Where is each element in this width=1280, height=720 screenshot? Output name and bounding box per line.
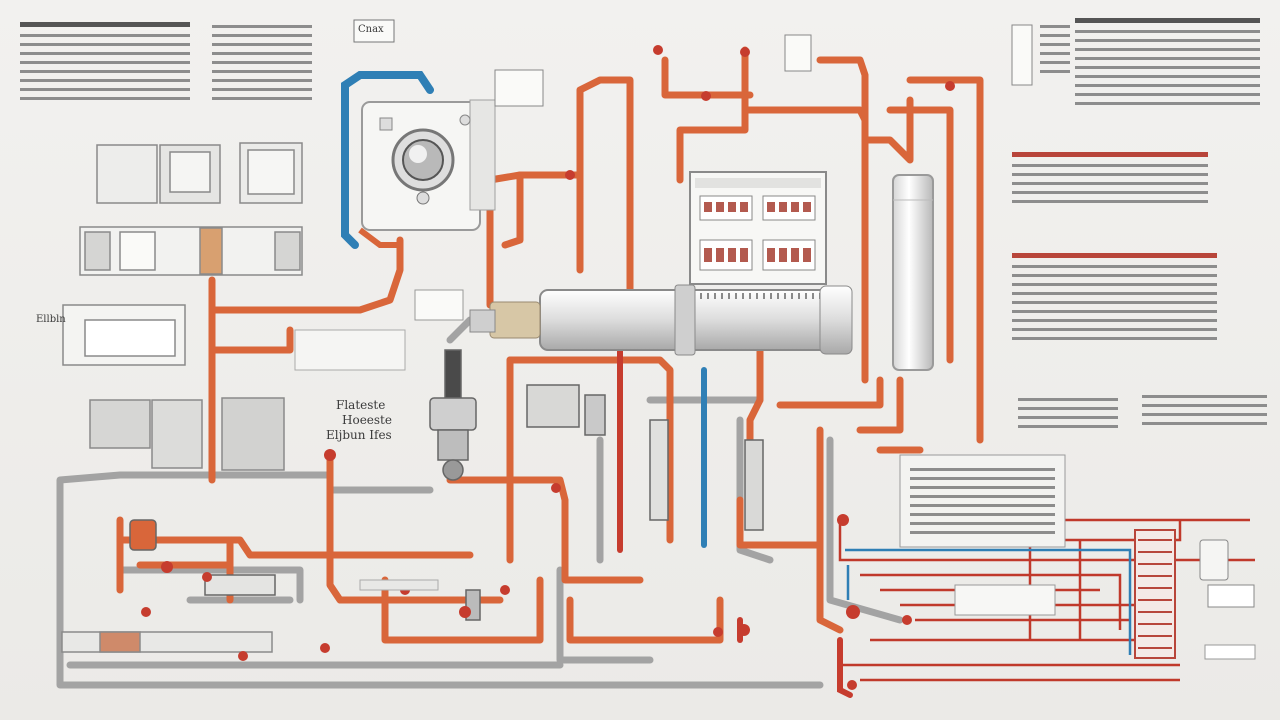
valve-cluster	[129, 349, 764, 621]
boiler-unit	[361, 99, 496, 231]
gray-pipe-network	[56, 316, 904, 689]
control-panel	[689, 171, 827, 285]
text-block-top-left	[20, 22, 190, 106]
text-block-lower-panel	[910, 468, 1055, 540]
blue-loop-pipe	[341, 71, 434, 249]
text-block-top-right	[1075, 18, 1260, 111]
vertical-tank	[892, 174, 934, 371]
tag-top-label: Cnax	[358, 24, 384, 35]
text-block-right-4	[1142, 395, 1267, 431]
red-fittings	[141, 45, 955, 690]
text-block-right-3	[1018, 398, 1118, 434]
red-circuit-lines	[838, 518, 1255, 682]
text-block-top-left-2	[212, 25, 312, 106]
left-equipment	[61, 142, 303, 653]
text-block-right-1	[1012, 152, 1208, 209]
center-label-line-1: Flateste	[336, 398, 386, 412]
radiator	[1134, 529, 1176, 659]
text-block-top-right-2	[1040, 25, 1070, 79]
manifold-cylinder	[469, 284, 853, 356]
tag-left-label: Ellbln	[36, 314, 66, 325]
blue-circuit-lines	[845, 548, 1132, 655]
center-label-line-3: Eljbun Ifes	[326, 428, 392, 442]
center-label-line-2: Hoeeste	[342, 413, 392, 427]
text-block-right-2	[1012, 253, 1217, 346]
